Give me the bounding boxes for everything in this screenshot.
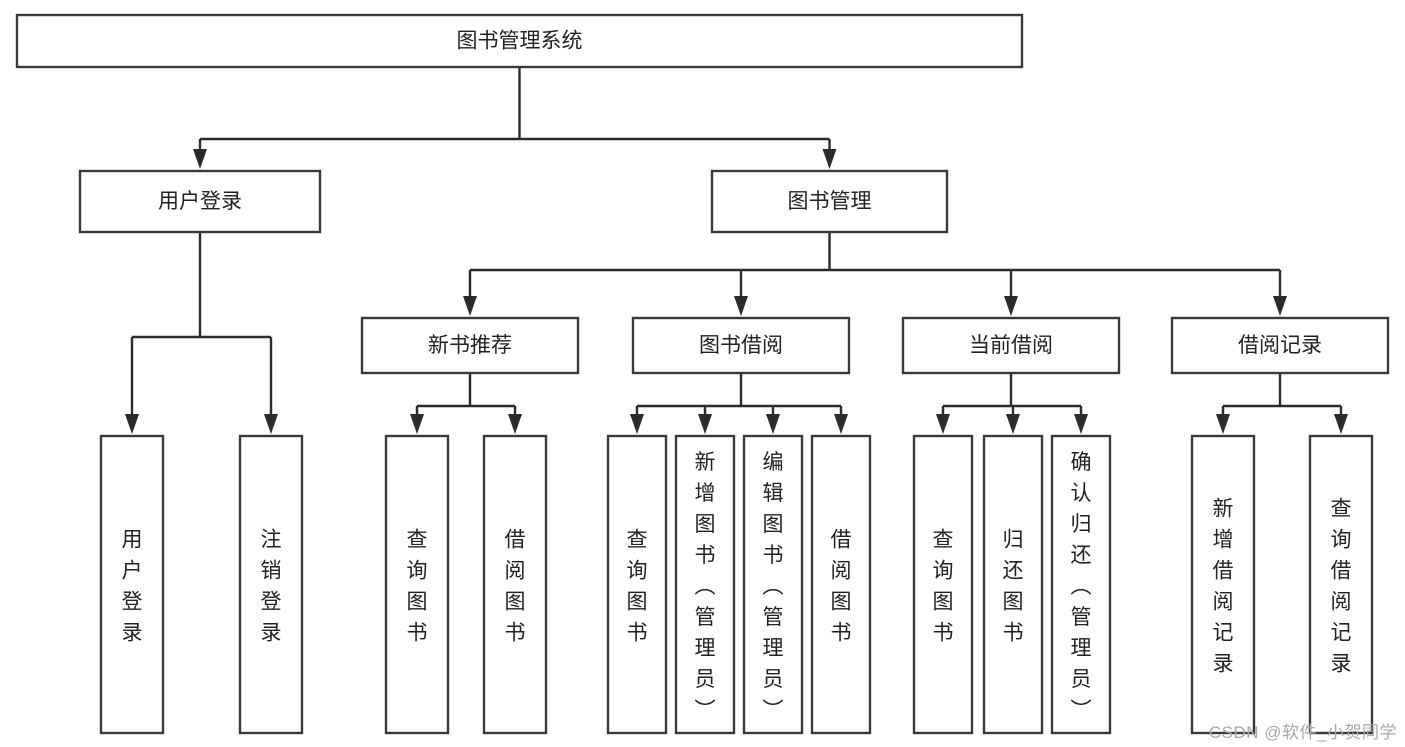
node-leaf-query-book-3[interactable]: 查询图书 <box>912 434 974 735</box>
node-leaf-user-logout-label: 注销登录 <box>261 529 282 645</box>
node-leaf-user-login-label: 用户登录 <box>122 529 143 645</box>
node-leaf-add-book-label: 新增图书︵管理员︶ <box>695 451 716 722</box>
node-leaf-edit-book[interactable]: 编辑图书︵管理员︶ <box>742 434 804 735</box>
node-new-book-recommend-rect[interactable] <box>360 316 580 375</box>
connector-root-to-book-manage-arrowhead-icon <box>822 149 837 169</box>
node-book-borrow[interactable]: 图书借阅 <box>631 316 851 375</box>
connector-new-book-recommend-to-leaf-borrow-book-1-arrowhead-icon <box>508 414 522 434</box>
connector-user-login-to-leaf-user-login-arrowhead-icon <box>125 414 139 434</box>
connector-book-borrow-to-leaf-query-book-2-arrowhead-icon <box>630 414 644 434</box>
node-leaf-query-book-3-rect[interactable] <box>912 434 974 735</box>
node-current-borrow-label: 当前借阅 <box>969 334 1053 357</box>
connector-current-borrow-to-leaf-query-book-3-arrowhead-icon <box>936 414 950 434</box>
node-leaf-borrow-book-1-rect[interactable] <box>482 434 548 735</box>
connector-borrow-record-to-leaf-query-record-arrowhead-icon <box>1334 414 1348 434</box>
node-root-label: 图书管理系统 <box>457 30 583 53</box>
connector-user-login-to-leaf-user-logout-arrowhead-icon <box>264 414 278 434</box>
node-leaf-borrow-book-2-label: 借阅图书 <box>831 529 852 645</box>
node-borrow-record-label: 借阅记录 <box>1238 334 1322 357</box>
node-user-login-label: 用户登录 <box>158 190 242 213</box>
node-book-borrow-rect[interactable] <box>631 316 851 375</box>
node-leaf-add-book[interactable]: 新增图书︵管理员︶ <box>674 434 736 735</box>
node-leaf-confirm-return-label: 确认归还︵管理员︶ <box>1071 451 1092 722</box>
connector-new-book-recommend-to-leaf-query-book-1-arrowhead-icon <box>410 414 424 434</box>
node-leaf-add-record[interactable]: 新增借阅记录 <box>1190 434 1256 735</box>
node-book-manage-label: 图书管理 <box>788 190 872 213</box>
node-leaf-add-book-rect[interactable] <box>674 434 736 735</box>
node-leaf-query-book-2-rect[interactable] <box>606 434 668 735</box>
connector-book-borrow-to-leaf-borrow-book-2-arrowhead-icon <box>834 414 848 434</box>
node-leaf-borrow-book-1[interactable]: 借阅图书 <box>482 434 548 735</box>
node-current-borrow-rect[interactable] <box>901 316 1121 375</box>
node-leaf-user-logout-rect[interactable] <box>238 434 304 735</box>
node-leaf-query-book-3-label: 查询图书 <box>933 529 954 645</box>
connector-book-borrow-to-leaf-edit-book-arrowhead-icon <box>766 414 780 434</box>
node-borrow-record-rect[interactable] <box>1170 316 1390 375</box>
node-leaf-edit-book-label: 编辑图书︵管理员︶ <box>763 451 784 722</box>
node-new-book-recommend[interactable]: 新书推荐 <box>360 316 580 375</box>
node-leaf-query-book-1-label: 查询图书 <box>407 529 428 645</box>
node-leaf-query-book-1-rect[interactable] <box>384 434 450 735</box>
node-leaf-borrow-book-1-label: 借阅图书 <box>505 529 526 645</box>
connector-current-borrow-to-leaf-confirm-return-arrowhead-icon <box>1074 414 1088 434</box>
node-leaf-add-record-label: 新增借阅记录 <box>1213 498 1234 676</box>
connector-root-to-user-login-arrowhead-icon <box>193 149 207 169</box>
node-leaf-borrow-book-2-rect[interactable] <box>810 434 872 735</box>
node-leaf-return-book-label: 归还图书 <box>1003 529 1024 645</box>
node-layer: 图书管理系统用户登录图书管理新书推荐图书借阅当前借阅借阅记录用户登录注销登录查询… <box>15 13 1390 735</box>
node-book-manage[interactable]: 图书管理 <box>710 169 949 234</box>
node-leaf-borrow-book-2[interactable]: 借阅图书 <box>810 434 872 735</box>
connector-book-manage-to-book-borrow-arrowhead-icon <box>734 296 748 316</box>
node-book-manage-rect[interactable] <box>710 169 949 234</box>
connector-layer <box>125 67 1348 434</box>
node-leaf-return-book[interactable]: 归还图书 <box>982 434 1044 735</box>
node-leaf-query-book-2-label: 查询图书 <box>627 529 648 645</box>
node-leaf-confirm-return[interactable]: 确认归还︵管理员︶ <box>1050 434 1112 735</box>
node-leaf-query-record-rect[interactable] <box>1308 434 1374 735</box>
node-borrow-record[interactable]: 借阅记录 <box>1170 316 1390 375</box>
node-leaf-user-login[interactable]: 用户登录 <box>99 434 165 735</box>
connector-borrow-record-to-leaf-add-record-arrowhead-icon <box>1216 414 1230 434</box>
node-leaf-query-book-2[interactable]: 查询图书 <box>606 434 668 735</box>
node-user-login[interactable]: 用户登录 <box>78 169 322 234</box>
connector-book-manage-to-current-borrow-arrowhead-icon <box>1004 296 1018 316</box>
node-leaf-edit-book-rect[interactable] <box>742 434 804 735</box>
connector-book-borrow-to-leaf-add-book-arrowhead-icon <box>698 414 712 434</box>
node-leaf-user-login-rect[interactable] <box>99 434 165 735</box>
node-leaf-confirm-return-rect[interactable] <box>1050 434 1112 735</box>
node-user-login-rect[interactable] <box>78 169 322 234</box>
node-leaf-query-record-label: 查询借阅记录 <box>1331 498 1352 676</box>
node-root[interactable]: 图书管理系统 <box>15 13 1024 69</box>
node-leaf-add-record-rect[interactable] <box>1190 434 1256 735</box>
node-root-rect[interactable] <box>15 13 1024 69</box>
connector-book-manage-to-new-book-recommend-arrowhead-icon <box>463 296 477 316</box>
connector-book-manage-to-borrow-record-arrowhead-icon <box>1273 296 1287 316</box>
node-new-book-recommend-label: 新书推荐 <box>428 334 512 357</box>
node-leaf-user-logout[interactable]: 注销登录 <box>238 434 304 735</box>
node-current-borrow[interactable]: 当前借阅 <box>901 316 1121 375</box>
node-leaf-query-record[interactable]: 查询借阅记录 <box>1308 434 1374 735</box>
node-leaf-query-book-1[interactable]: 查询图书 <box>384 434 450 735</box>
watermark-text: CSDN @软件_小贺同学 <box>1208 723 1397 742</box>
node-book-borrow-label: 图书借阅 <box>699 334 783 357</box>
connector-current-borrow-to-leaf-return-book-arrowhead-icon <box>1006 414 1020 434</box>
node-leaf-return-book-rect[interactable] <box>982 434 1044 735</box>
